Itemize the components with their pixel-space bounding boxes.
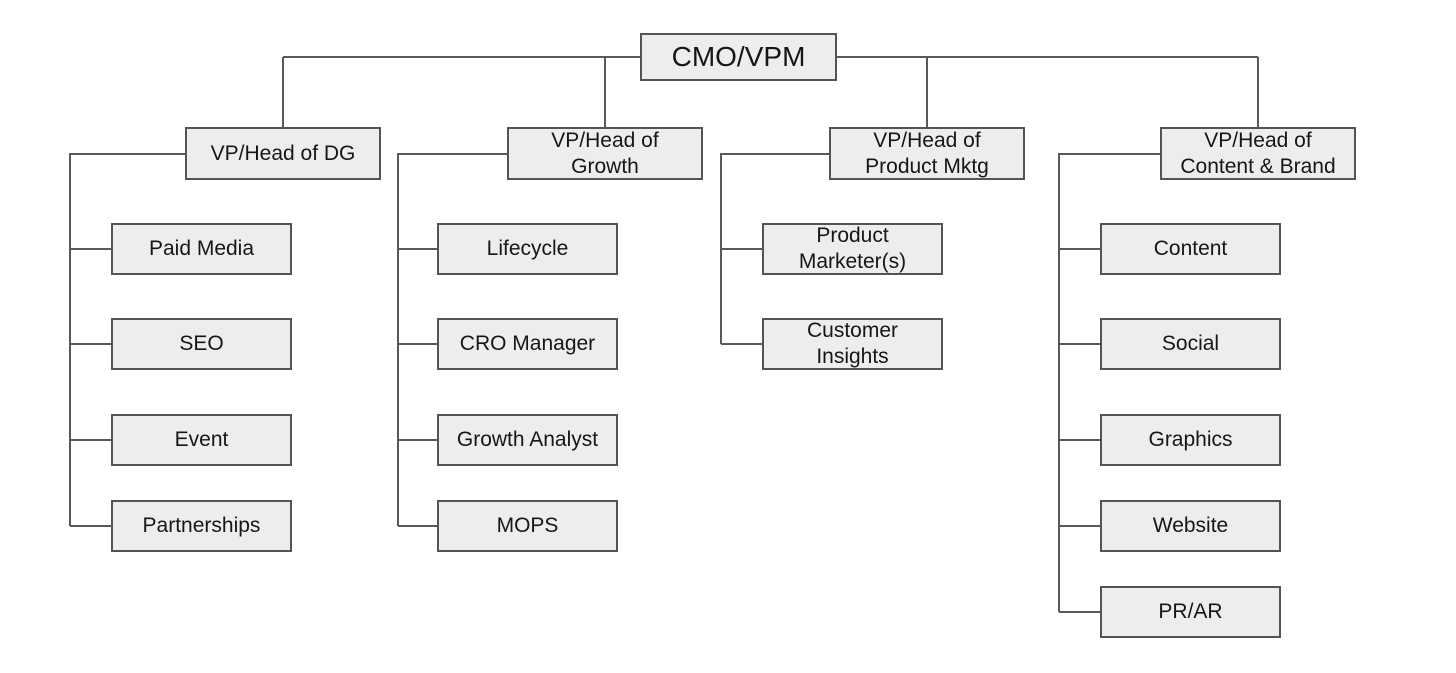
org-node-product-marketers: Product Marketer(s) [762,223,943,275]
org-node-content: Content [1100,223,1281,275]
org-node-paid-media: Paid Media [111,223,292,275]
org-node-growth-analyst: Growth Analyst [437,414,618,466]
connector-spine-product-mktg [720,153,829,344]
org-node-website: Website [1100,500,1281,552]
org-node-pr-ar: PR/AR [1100,586,1281,638]
org-node-vp-head-of-dg: VP/Head of DG [185,127,381,180]
org-node-seo: SEO [111,318,292,370]
org-node-social: Social [1100,318,1281,370]
connector-spine-growth [397,153,507,526]
org-node-lifecycle: Lifecycle [437,223,618,275]
connector-spine-dg [69,153,185,526]
org-node-customer-insights: Customer Insights [762,318,943,370]
org-node-vp-head-of-growth: VP/Head of Growth [507,127,703,180]
org-node-vp-head-of-product-mktg: VP/Head of Product Mktg [829,127,1025,180]
org-node-cmo-vpm: CMO/VPM [640,33,837,81]
org-node-vp-head-of-content-brand: VP/Head of Content & Brand [1160,127,1356,180]
org-node-partnerships: Partnerships [111,500,292,552]
org-node-graphics: Graphics [1100,414,1281,466]
org-node-mops: MOPS [437,500,618,552]
org-node-event: Event [111,414,292,466]
org-node-cro-manager: CRO Manager [437,318,618,370]
connector-spine-content-brand [1058,153,1160,612]
